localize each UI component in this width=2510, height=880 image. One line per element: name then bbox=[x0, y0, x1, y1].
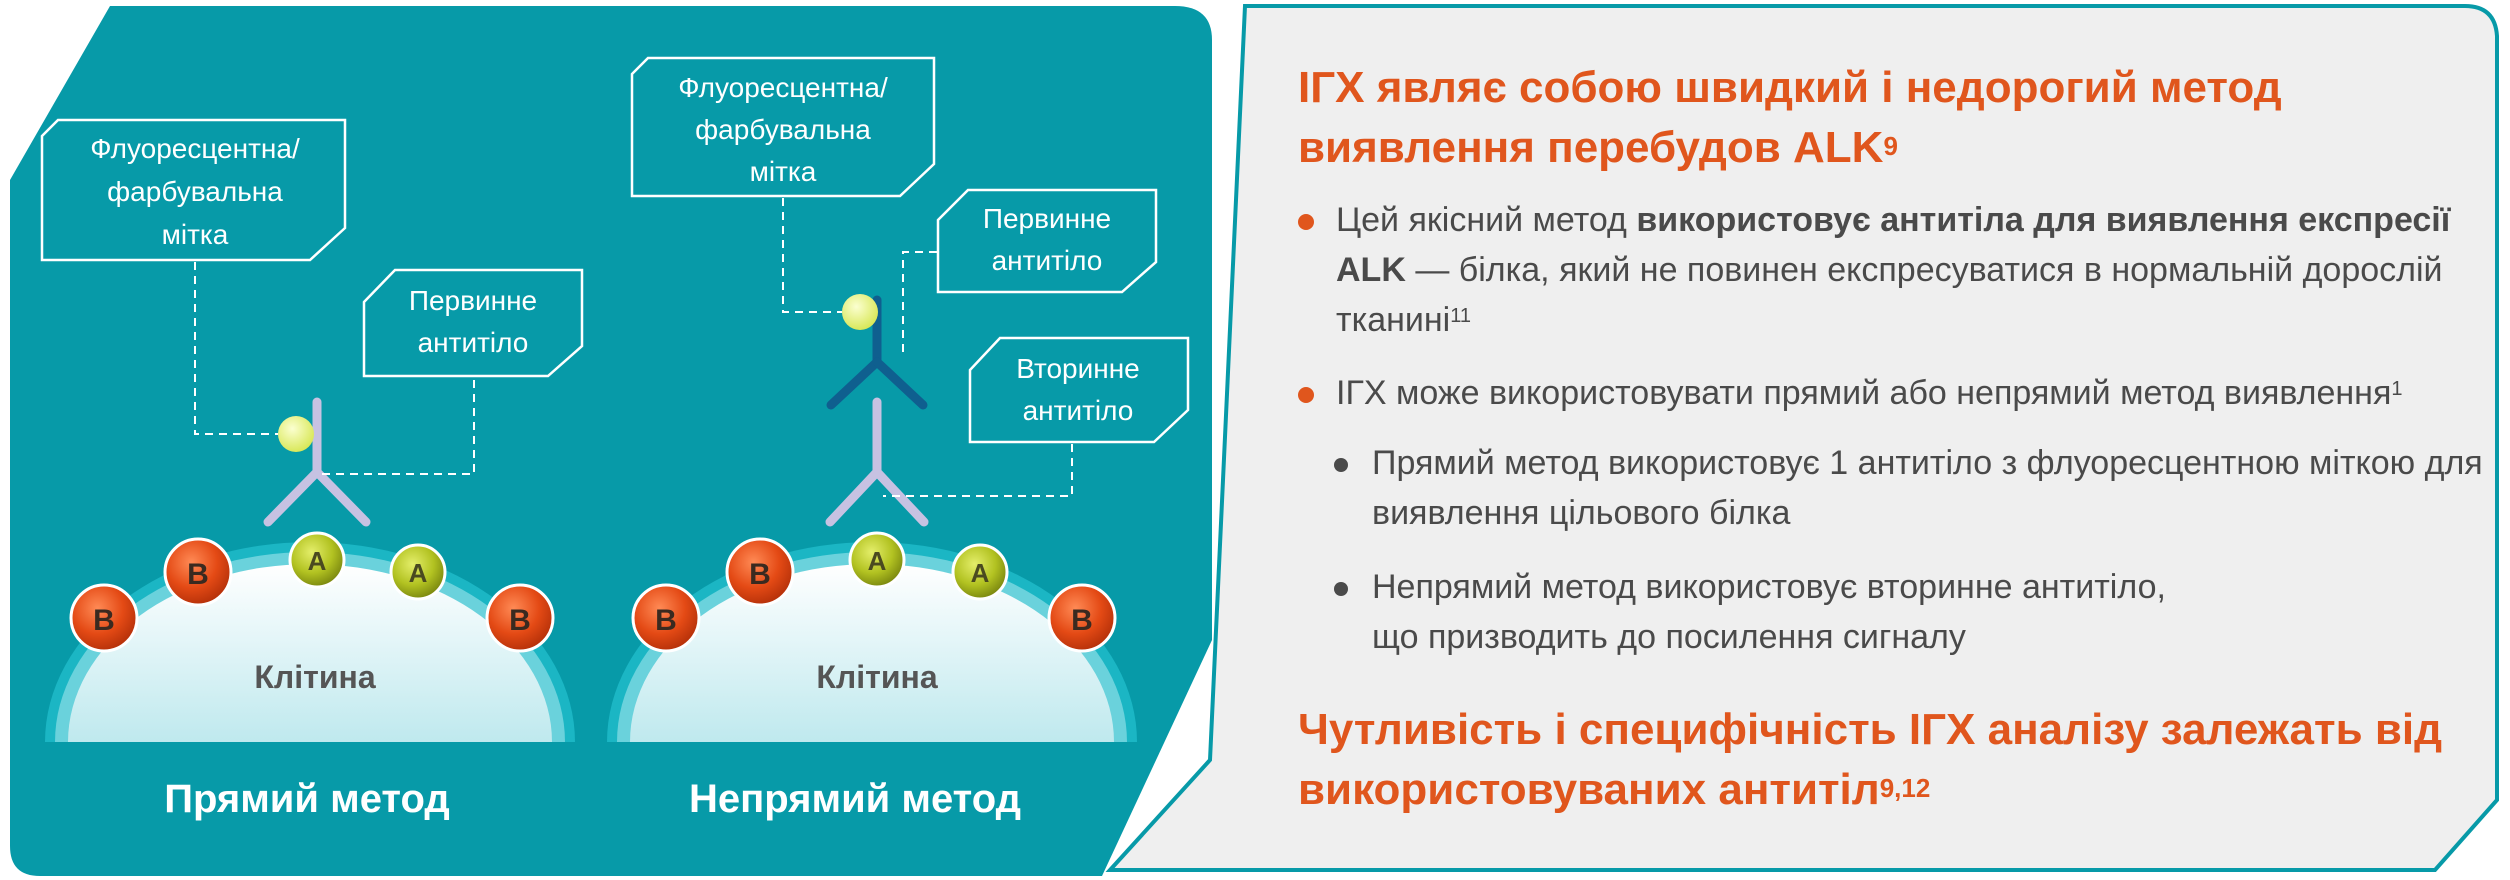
svg-text:Первинне: Первинне bbox=[983, 203, 1111, 234]
indirect-receptor-b-3: B bbox=[1047, 583, 1117, 653]
bullet-direct-indirect: ІГХ може використовувати прямий або непр… bbox=[1298, 368, 2496, 418]
indirect-label-dot bbox=[842, 294, 878, 330]
heading-ihc-method: ІГХ являє собою швидкий і недорогий мето… bbox=[1298, 63, 2282, 172]
direct-receptor-b-1: B bbox=[69, 583, 139, 653]
subbullet-indirect: Непрямий метод використовує вторинне ант… bbox=[1298, 562, 2510, 662]
svg-text:B: B bbox=[187, 558, 209, 591]
direct-primary-antibody bbox=[263, 397, 371, 527]
svg-text:антитіло: антитіло bbox=[418, 327, 529, 358]
indirect-method-caption: Непрямий метод bbox=[689, 777, 1021, 821]
text-panel: ІГХ являє собою швидкий і недорогий мето… bbox=[1262, 20, 2483, 860]
svg-text:фарбувальна: фарбувальна bbox=[695, 114, 871, 145]
svg-text:антитіло: антитіло bbox=[992, 245, 1103, 276]
direct-primary-label-box: Первинне антитіло bbox=[362, 268, 584, 378]
heading-ref: 9 bbox=[1883, 131, 1898, 161]
direct-leaders bbox=[194, 262, 475, 475]
indirect-receptor-a-2: A bbox=[951, 543, 1009, 601]
svg-text:Флуоресцентна/: Флуоресцентна/ bbox=[90, 133, 300, 164]
svg-text:A: A bbox=[868, 546, 887, 576]
svg-text:B: B bbox=[749, 558, 771, 591]
direct-label-dot bbox=[278, 416, 314, 452]
svg-text:фарбувальна: фарбувальна bbox=[107, 176, 283, 207]
indirect-receptor-b-1: B bbox=[631, 583, 701, 653]
subbullet-direct: Прямий метод використовує 1 антитіло з ф… bbox=[1298, 438, 2510, 538]
svg-text:B: B bbox=[655, 604, 677, 637]
indirect-primary-label-box: Первинне антитіло bbox=[936, 188, 1158, 294]
direct-cell bbox=[68, 564, 552, 742]
indirect-fluor-label-box: Флуоресцентна/ фарбувальна мітка bbox=[630, 56, 936, 198]
svg-text:B: B bbox=[509, 604, 531, 637]
direct-receptor-b-2: B bbox=[163, 537, 233, 607]
direct-method-caption: Прямий метод bbox=[164, 777, 450, 821]
svg-text:B: B bbox=[1071, 604, 1093, 637]
indirect-cell-label: Клітина bbox=[816, 659, 937, 695]
bullet-antibodies: Цей якісний метод використовує антитіла … bbox=[1298, 195, 2476, 345]
svg-text:B: B bbox=[93, 604, 115, 637]
direct-receptor-a-2: A bbox=[389, 543, 447, 601]
indirect-receptor-b-2: B bbox=[725, 537, 795, 607]
indirect-cell bbox=[630, 564, 1114, 742]
svg-text:A: A bbox=[308, 546, 327, 576]
direct-method-group: Клітина B B A A B bbox=[40, 118, 584, 821]
svg-text:Первинне: Первинне bbox=[409, 285, 537, 316]
direct-receptor-b-3: B bbox=[485, 583, 555, 653]
svg-text:Флуоресцентна/: Флуоресцентна/ bbox=[678, 72, 888, 103]
svg-text:A: A bbox=[409, 558, 428, 588]
svg-text:антитіло: антитіло bbox=[1023, 395, 1134, 426]
heading-sensitivity: Чутливість і специфічність ІГХ аналізу з… bbox=[1298, 705, 2443, 814]
svg-text:мітка: мітка bbox=[162, 219, 229, 250]
indirect-method-group: Клітина B B A A B bbox=[607, 56, 1190, 821]
svg-text:Вторинне: Вторинне bbox=[1016, 353, 1140, 384]
indirect-leaders bbox=[782, 198, 1073, 497]
direct-cell-label: Клітина bbox=[254, 659, 375, 695]
text-panel-bg bbox=[1105, 3, 2499, 872]
indirect-receptor-a-1: A bbox=[848, 531, 906, 589]
direct-fluor-label-box: Флуоресцентна/ фарбувальна мітка bbox=[40, 118, 347, 262]
indirect-secondary-label-box: Вторинне антитіло bbox=[968, 336, 1190, 444]
svg-text:A: A bbox=[971, 558, 990, 588]
indirect-primary-antibody bbox=[825, 397, 929, 527]
direct-receptor-a-1: A bbox=[288, 531, 346, 589]
svg-text:мітка: мітка bbox=[750, 156, 817, 187]
